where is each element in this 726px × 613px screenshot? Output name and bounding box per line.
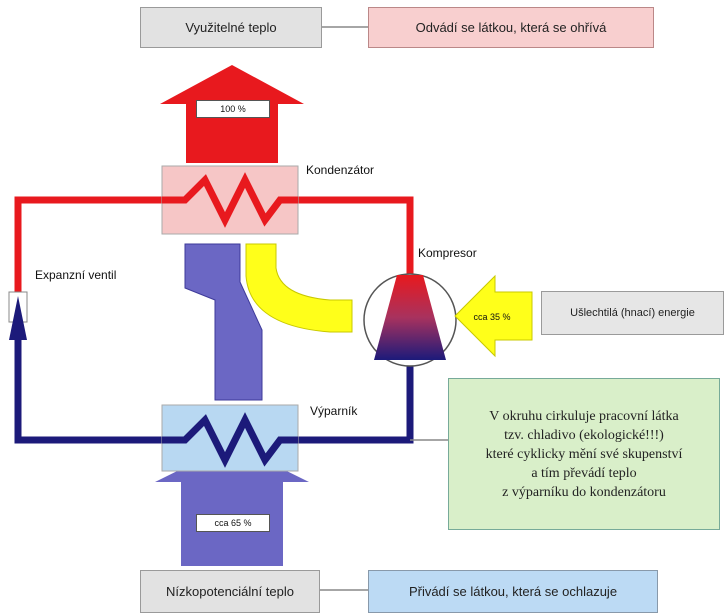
evaporator-label: Výparník: [310, 404, 358, 418]
energy-band: [184, 243, 263, 401]
note-line-1: V okruhu cirkuluje pracovní látka: [489, 408, 679, 424]
evaporator-coil: [162, 412, 298, 468]
expansion-valve-icon: [9, 296, 27, 340]
percent-bottom-label: cca 65 %: [196, 514, 270, 532]
expansion-valve-label: Expanzní ventil: [35, 268, 117, 282]
supplied-by-box: Přivádí se látkou, která se ochlazuje: [368, 570, 658, 613]
note-line-3: které cyklicky mění své skupenství: [485, 446, 683, 462]
drive-arrow: [454, 274, 533, 358]
condenser-coil: [162, 172, 298, 228]
noble-energy-box: Ušlechtilá (hnací) energie: [541, 291, 724, 335]
input-arrow: [155, 444, 309, 566]
drive-band: [245, 243, 353, 333]
condenser-label: Kondenzátor: [306, 163, 375, 177]
useful-heat-box: Využitelné teplo: [140, 7, 322, 48]
compressor-label: Kompresor: [418, 246, 477, 260]
low-potential-heat-box: Nízkopotenciální teplo: [140, 570, 320, 613]
note-line-2: tzv. chladivo (ekologické!!!): [504, 427, 664, 443]
compressor-icon: [374, 275, 446, 360]
note-line-5: z výparníku do kondenzátoru: [502, 484, 666, 500]
percent-top-label: 100 %: [196, 100, 270, 118]
removed-by-box: Odvádí se látkou, která se ohřívá: [368, 7, 654, 48]
note-box: V okruhu cirkuluje pracovní látka tzv. c…: [448, 378, 720, 530]
percent-drive-label: cca 35 %: [473, 312, 511, 322]
note-line-4: a tím převádí teplo: [531, 465, 637, 481]
